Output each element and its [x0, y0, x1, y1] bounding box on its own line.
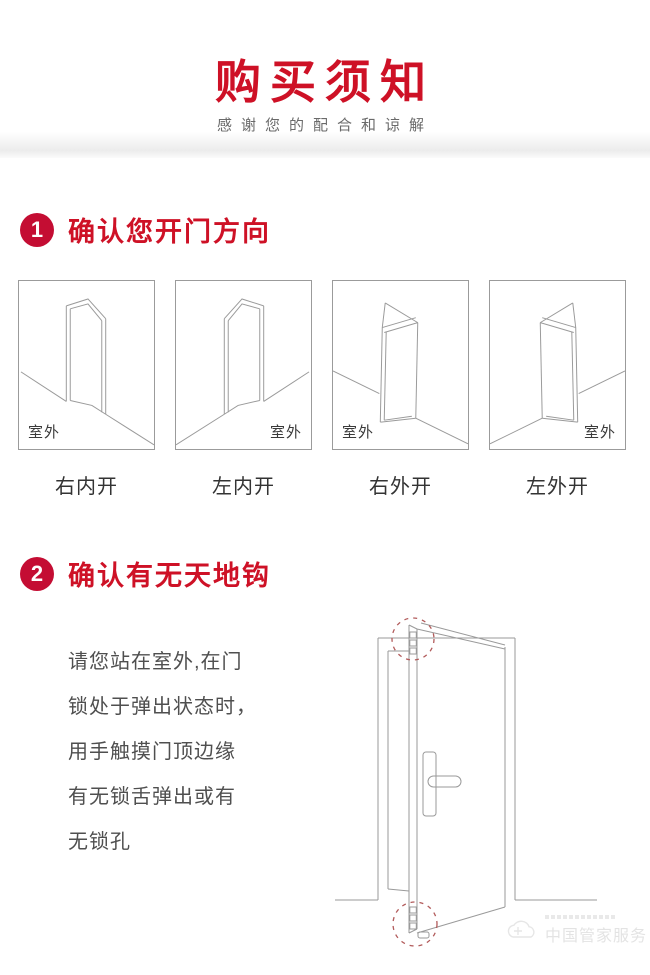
watermark-brand-text: 中国管家服务: [545, 927, 648, 945]
door-direction-diagrams: 室外 室外: [18, 280, 626, 450]
outdoor-label: 室外: [342, 424, 375, 441]
outdoor-label: 室外: [28, 424, 61, 441]
top-hook-highlight-circle: [391, 617, 435, 661]
door-box-right-outward: 室外: [332, 280, 469, 450]
section2-number-badge: 2: [20, 556, 54, 591]
door-outward-left-icon: [490, 302, 625, 445]
door-label-left-outward: 左外开: [526, 476, 589, 498]
door-outward-right-icon: [333, 302, 468, 445]
description-line: 有无锁舌弹出或有: [68, 786, 236, 808]
bottom-hook-highlight-circle: [392, 901, 438, 947]
description-line: 无锁孔: [68, 831, 131, 853]
door-label-left-inward: 左内开: [212, 476, 275, 498]
door-hook-check-diagram: [335, 585, 645, 975]
section2-description: 请您站在室外,在门 锁处于弹出状态时， 用手触摸门顶边缘 有无锁舌弹出或有 无锁…: [68, 640, 328, 865]
section1-header: 1 确认您开门方向: [20, 210, 271, 249]
open-door-with-lock-icon: [335, 617, 597, 947]
section1-number-badge: 1: [20, 212, 54, 247]
cloud-logo-icon: [507, 920, 535, 938]
door-direction-labels: 右内开 左内开 右外开 左外开: [18, 470, 626, 499]
section1-title: 确认您开门方向: [68, 217, 271, 247]
door-box-right-inward: 室外: [18, 280, 155, 450]
door-inward-right-icon: [20, 298, 154, 446]
page-subtitle: 感谢您的配合和谅解: [216, 117, 433, 134]
page-title: 购买须知: [215, 56, 435, 108]
section2-header: 2 确认有无天地钩: [20, 554, 271, 593]
description-line: 锁处于弹出状态时，: [68, 696, 257, 718]
section2-title: 确认有无天地钩: [68, 561, 271, 591]
outdoor-label: 室外: [269, 424, 302, 441]
description-line: 用手触摸门顶边缘: [68, 741, 236, 763]
door-inward-left-icon: [176, 298, 310, 446]
door-label-right-outward: 右外开: [369, 476, 432, 498]
watermark: 中国管家服务: [505, 910, 648, 950]
door-label-right-inward: 右内开: [55, 476, 118, 498]
door-box-left-outward: 室外: [489, 280, 626, 450]
description-line: 请您站在室外,在门: [68, 651, 243, 673]
door-box-left-inward: 室外: [175, 280, 312, 450]
watermark-small-text: [545, 914, 615, 919]
header-divider-band: [0, 132, 650, 158]
outdoor-label: 室外: [583, 424, 616, 441]
